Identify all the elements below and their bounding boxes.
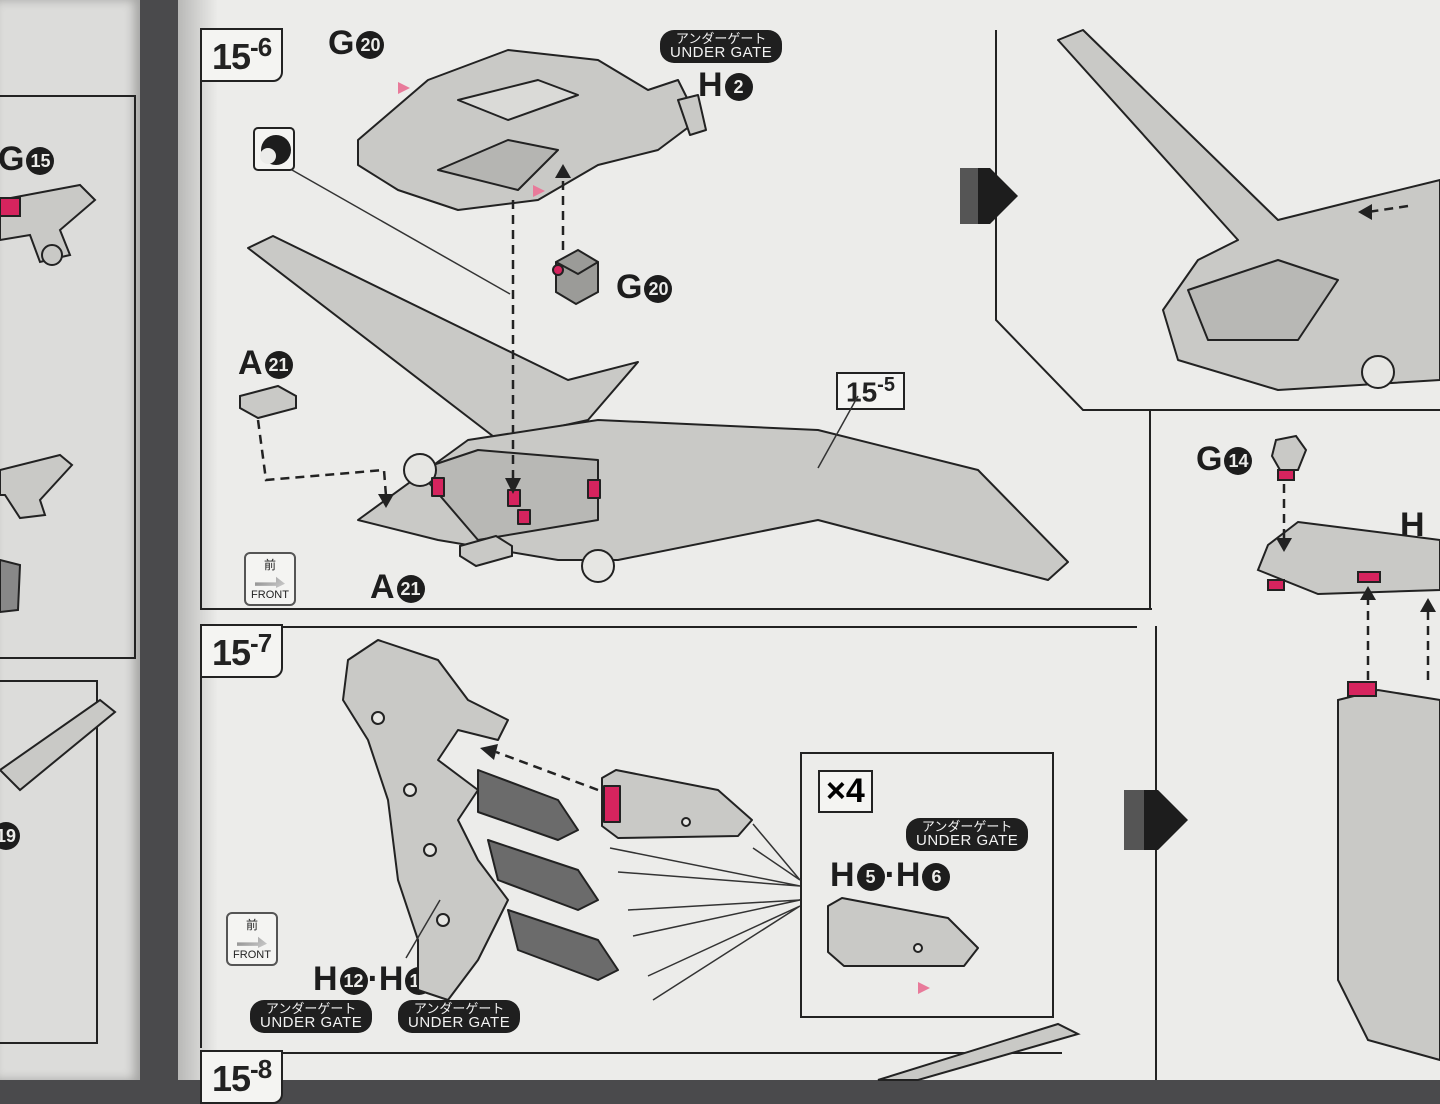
step-15-6-label: 15-6: [200, 28, 284, 82]
right-bracket-assembly-part: [1256, 520, 1440, 596]
a21-small-part: [239, 384, 297, 420]
panel-15-7: [200, 626, 1137, 1048]
right-arrows: [1282, 204, 1430, 680]
step-15-7-label: 15-7: [200, 624, 284, 678]
label-19-left: 19: [0, 815, 20, 854]
thruster-arrowhead: [480, 744, 498, 760]
front-orientation-icon-15-7: 前 FRONT: [226, 912, 278, 966]
number-badge: 19: [0, 822, 20, 851]
left-panel-bottom: [0, 680, 98, 1044]
left-stand-part: [0, 558, 22, 614]
ref-15-5-box: 15-5: [836, 372, 905, 411]
number-badge: 5: [856, 863, 885, 892]
number-badge: 2: [724, 73, 753, 102]
front-arrow-icon: [255, 576, 285, 588]
result-assembly-part: [1057, 29, 1440, 391]
left-part-drawings: [0, 183, 117, 792]
number-badge: 20: [644, 275, 673, 304]
left-panel-top: [0, 95, 136, 659]
left-blade-part: [0, 698, 117, 792]
number-badge: 20: [356, 31, 385, 60]
bottom-step-part: [877, 1022, 1081, 1081]
h5-h6-panel-part: [827, 897, 979, 967]
leader-line-h12: [405, 899, 441, 959]
number-badge: 21: [396, 575, 425, 604]
right-arrowheads: [1276, 204, 1436, 612]
thruster-arrow: [495, 750, 599, 792]
number-badge: 21: [264, 351, 293, 380]
assembly-arrows: [256, 175, 565, 497]
number-badge: 15: [26, 147, 55, 176]
leader-line-15-5: [817, 395, 859, 469]
quantity-x4-badge: ×4: [818, 770, 873, 813]
thruster-nozzles-part: [477, 769, 619, 981]
left-hinge-part: [0, 183, 97, 266]
thruster-frame-part: [342, 639, 509, 1001]
number-badge: 6: [922, 863, 951, 892]
number-badge: 14: [1224, 447, 1253, 476]
main-wing-assembly-part: [247, 235, 1069, 583]
flow-arrow-icon: [960, 168, 1018, 224]
a21-small-part-installed: [459, 534, 513, 568]
paint-marker-icon: [253, 127, 511, 295]
g20-cap-part: [552, 248, 599, 306]
panel-15-6: [200, 30, 1152, 610]
front-arrow-icon: [237, 936, 267, 948]
engine-block-part: [357, 49, 707, 211]
front-orientation-icon-15-6: 前 FRONT: [244, 552, 296, 606]
arrowheads: [378, 164, 571, 508]
flow-arrow-icon: [1124, 790, 1188, 850]
g14-hook-part: [1270, 434, 1308, 481]
parts-callout-box: [800, 752, 1054, 1018]
left-bracket-part: [0, 453, 74, 520]
number-badge: 12: [339, 967, 368, 996]
right-lower-part: [1337, 681, 1440, 1062]
thruster-panel-part: [601, 769, 753, 839]
callout-pointer-lines: [609, 823, 801, 1001]
assembly-drawings: [239, 29, 1440, 1081]
